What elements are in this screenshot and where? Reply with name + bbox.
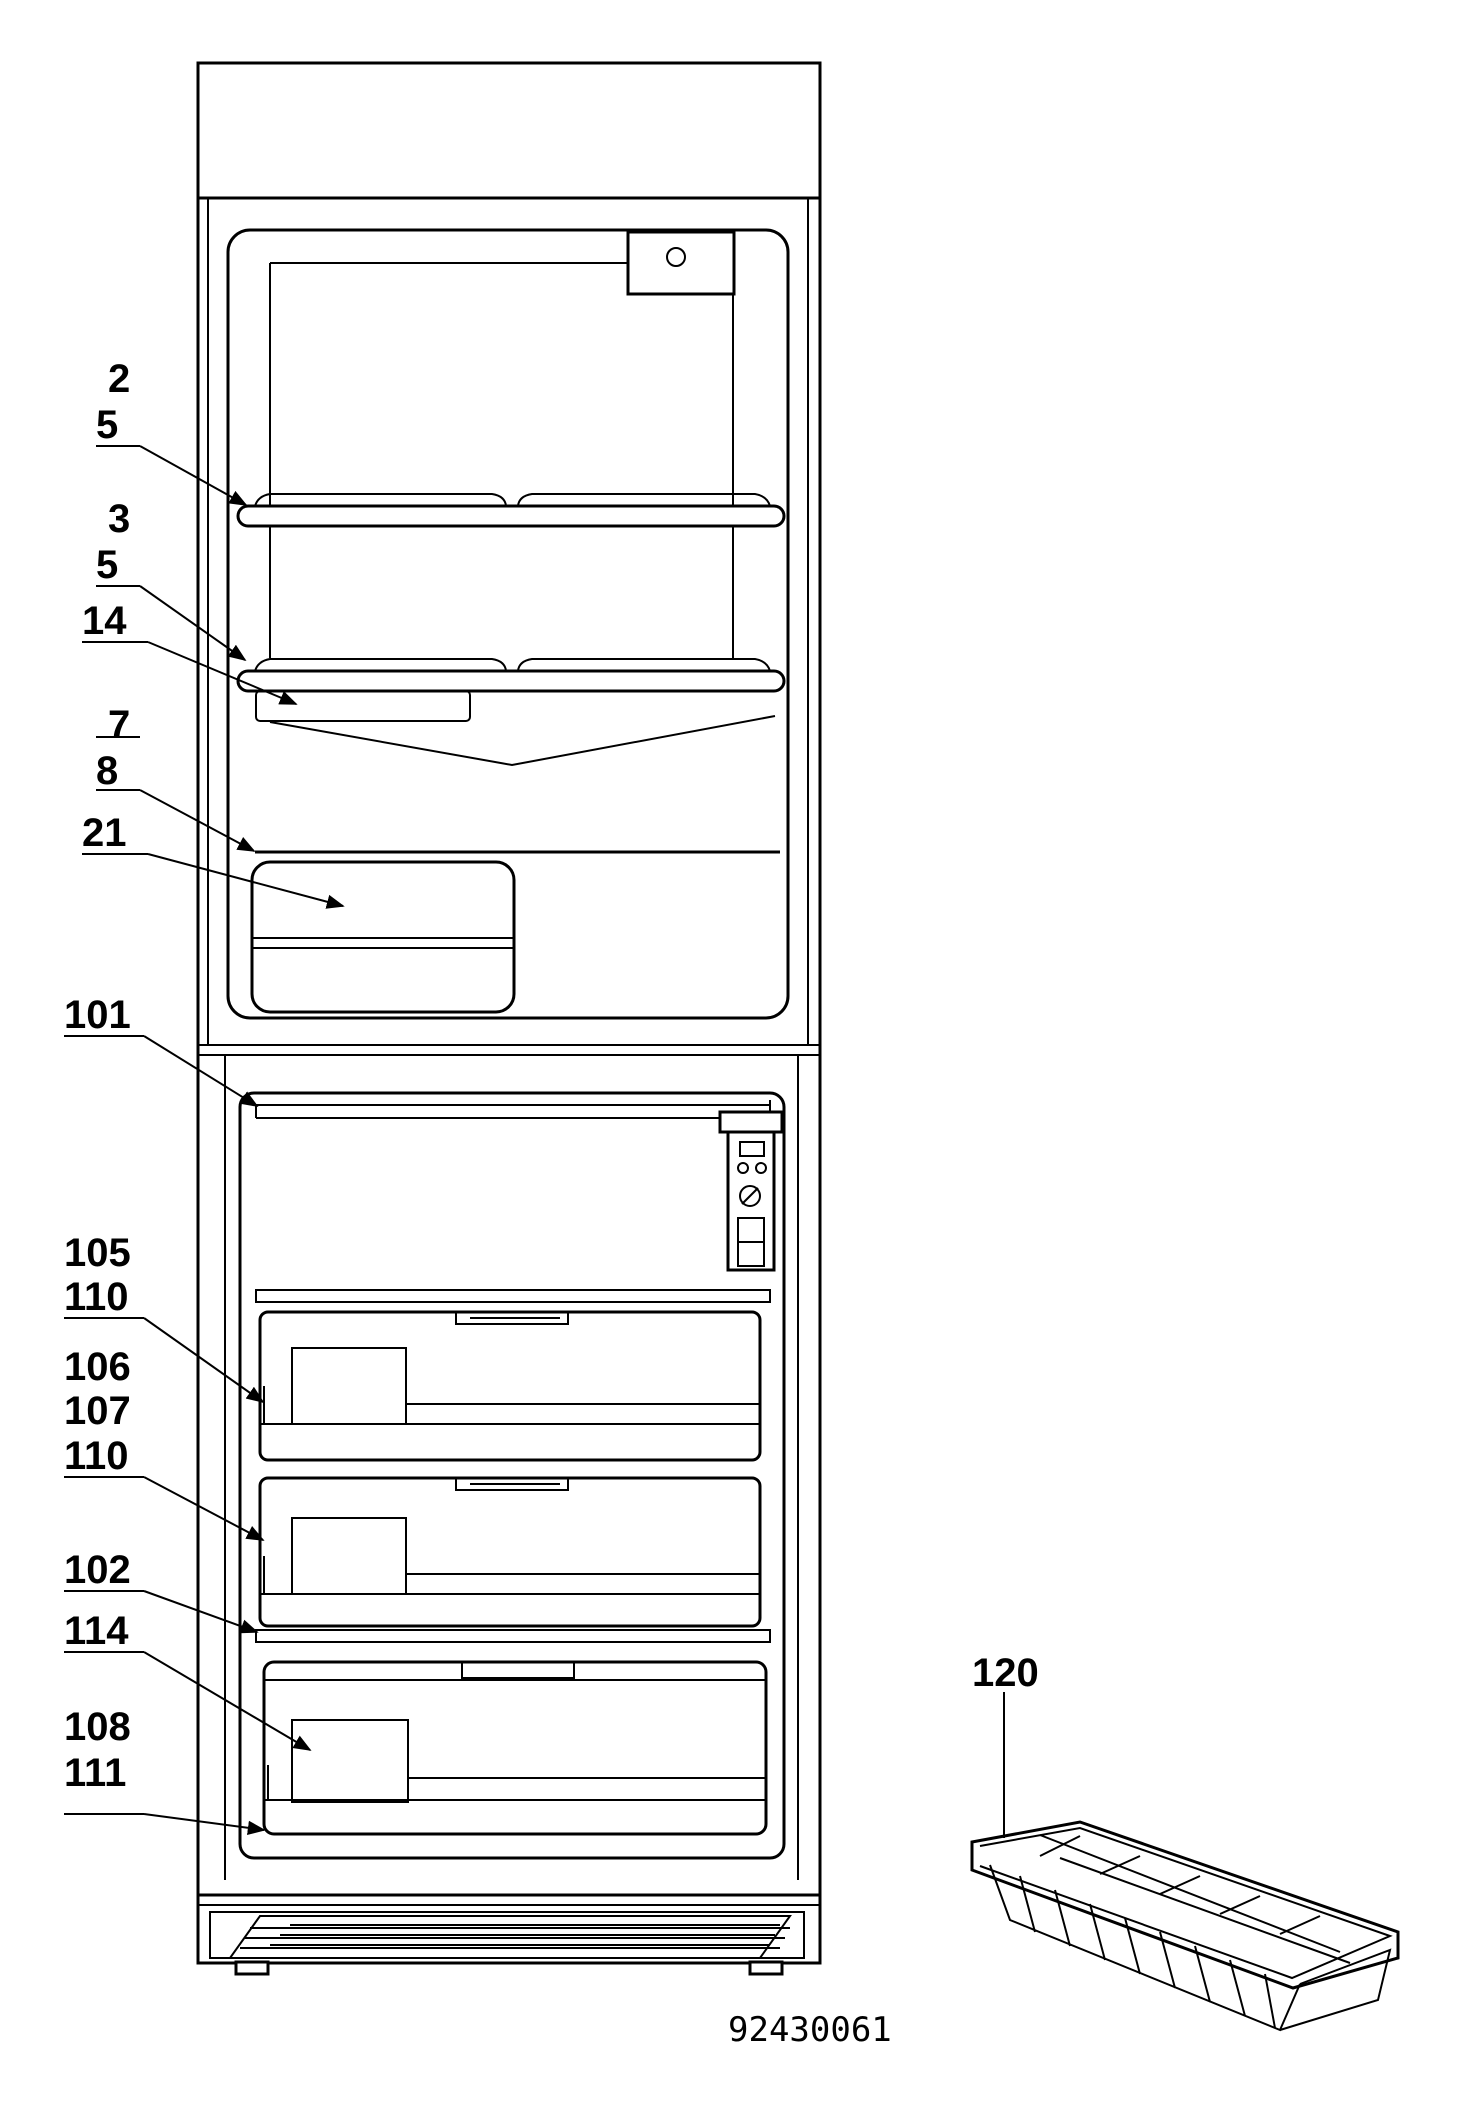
shelf-lower	[236, 658, 786, 722]
freezer-drawer-2	[258, 1476, 762, 1628]
label-111: 111	[64, 1751, 126, 1795]
freezer-drawer-1	[258, 1310, 762, 1462]
small-tray	[255, 690, 471, 722]
drawing-number: 92430061	[728, 2010, 892, 2050]
control-panel	[718, 1110, 784, 1272]
callout-lines	[64, 445, 1005, 1838]
refrigerator-cabinet	[196, 61, 822, 1976]
shelf-upper	[236, 493, 786, 528]
label-5-lower: 5	[96, 543, 118, 587]
fridge-liner	[226, 228, 790, 1020]
label-110-upper: 110	[64, 1275, 129, 1319]
label-106: 106	[64, 1345, 131, 1389]
freezer-shelf	[255, 1289, 771, 1303]
crisper-cover	[269, 715, 776, 767]
label-110-lower: 110	[64, 1434, 129, 1478]
label-102: 102	[64, 1548, 131, 1592]
label-105: 105	[64, 1231, 131, 1275]
freezer-liner	[238, 1091, 786, 1860]
freezer-drawer-3	[262, 1660, 768, 1836]
label-8: 8	[96, 749, 118, 793]
label-107: 107	[64, 1389, 131, 1433]
label-14: 14	[82, 599, 127, 643]
label-114: 114	[64, 1609, 129, 1653]
label-21: 21	[82, 811, 127, 855]
label-120: 120	[972, 1651, 1039, 1695]
label-5-upper: 5	[96, 403, 118, 447]
label-2: 2	[108, 357, 130, 401]
door-hinge-line	[197, 1044, 821, 1880]
freezer-shelf-lower	[255, 1629, 771, 1643]
part-labels: 2 5 3 5 14 7 8 21 101 105 110 106 107 11…	[64, 357, 1039, 2050]
ice-cube-tray	[970, 1820, 1400, 2032]
cabinet-outline	[196, 61, 822, 1965]
label-101: 101	[64, 993, 131, 1037]
label-7: 7	[108, 703, 130, 747]
label-3: 3	[108, 497, 130, 541]
label-108: 108	[64, 1705, 131, 1749]
base-grille	[198, 1893, 820, 1976]
lamp-housing	[626, 230, 736, 296]
vegetable-crisper	[250, 860, 516, 1014]
